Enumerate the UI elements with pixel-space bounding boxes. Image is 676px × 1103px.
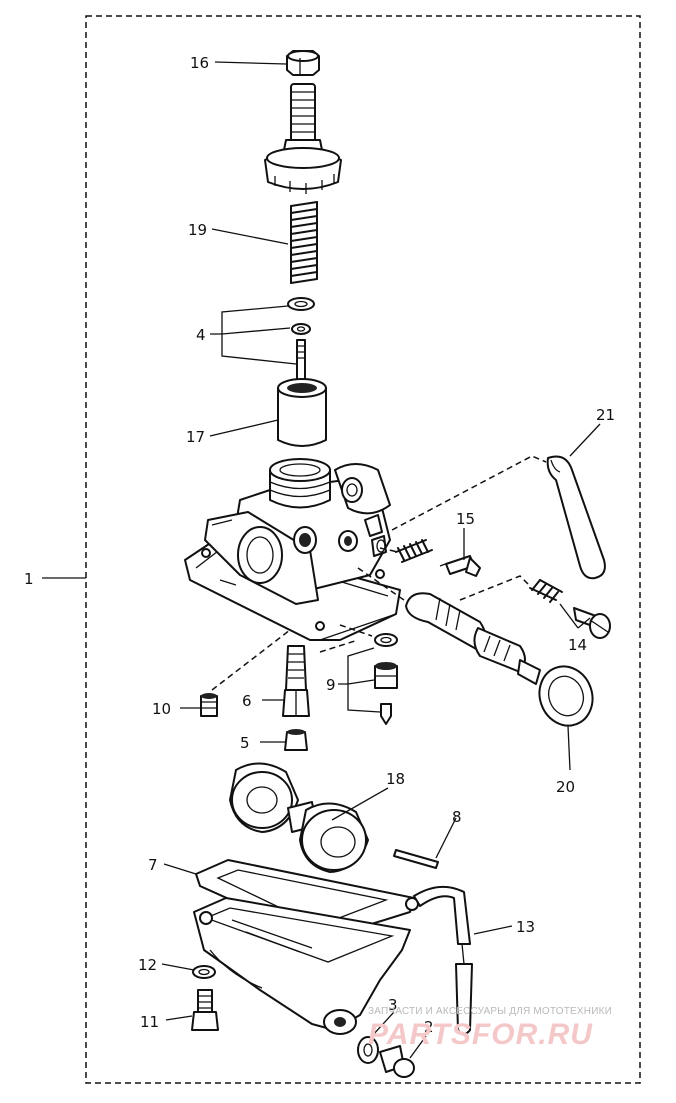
throttle-valve-17 xyxy=(277,378,327,447)
main-jet-5 xyxy=(284,729,308,751)
callout-15: 15 xyxy=(456,510,475,528)
overflow-hose-13 xyxy=(413,885,473,1035)
callout-10: 10 xyxy=(152,700,171,718)
leader-16 xyxy=(214,61,287,65)
leader-8 xyxy=(435,817,457,859)
needle-clip-set-4 xyxy=(287,297,315,381)
callout-5: 5 xyxy=(240,734,250,752)
body-dash-lines xyxy=(211,629,359,691)
callout-21: 21 xyxy=(596,406,615,424)
leader-9 xyxy=(338,647,381,713)
watermark-caption: ЗАПЧАСТИ И АКСЕССУАРЫ ДЛЯ МОТОТЕХНИКИ xyxy=(368,1006,613,1017)
needle-valve-9 xyxy=(374,633,398,725)
callout-6: 6 xyxy=(242,692,252,710)
callout-13: 13 xyxy=(516,918,535,936)
callout-20: 20 xyxy=(556,778,575,796)
stop-screw-dash-line xyxy=(459,575,529,601)
nut-part-16 xyxy=(286,50,320,76)
leader-11 xyxy=(165,1015,193,1021)
callout-9: 9 xyxy=(326,676,336,694)
choke-plunger-20 xyxy=(405,592,594,727)
callout-4: 4 xyxy=(196,326,206,344)
callout-17: 17 xyxy=(186,428,205,446)
callout-11: 11 xyxy=(140,1013,159,1031)
pilot-screw-dash-line xyxy=(379,547,399,553)
assembly-boundary xyxy=(85,15,641,1084)
callout-2: 2 xyxy=(424,1018,434,1036)
float-bowl xyxy=(193,897,419,1035)
washer-12 xyxy=(192,965,216,979)
needle-valve-dash-line xyxy=(339,624,373,637)
callout-14: 14 xyxy=(568,636,587,654)
drain-gasket-3 xyxy=(357,1036,379,1064)
drain-bolt-2 xyxy=(379,1045,415,1078)
callout-18: 18 xyxy=(386,770,405,788)
leader-21 xyxy=(569,423,601,457)
callout-7: 7 xyxy=(148,856,158,874)
mixing-chamber-top xyxy=(264,83,342,194)
watermark-logo: PARTSFOR.RU xyxy=(368,1018,593,1051)
drain-screw-10 xyxy=(200,693,218,717)
fuel-hose-21 xyxy=(546,455,606,580)
callout-3: 3 xyxy=(388,996,398,1014)
carburetor-body xyxy=(184,458,401,641)
bowl-screw-11 xyxy=(191,989,219,1031)
leader-14 xyxy=(559,603,591,629)
callout-16: 16 xyxy=(190,54,209,72)
float-pin-8 xyxy=(393,849,439,869)
pilot-screw-15 xyxy=(395,539,481,577)
leader-2 xyxy=(409,1035,427,1059)
leader-20 xyxy=(567,725,571,771)
leader-19 xyxy=(211,228,289,245)
needle-jet-6 xyxy=(282,645,310,717)
throttle-spring-19 xyxy=(290,201,318,284)
callout-12: 12 xyxy=(138,956,157,974)
callout-8: 8 xyxy=(452,808,462,826)
leader-18 xyxy=(331,787,389,821)
hose-dash-line-21 xyxy=(391,455,547,531)
leader-4 xyxy=(210,305,297,365)
stop-screw-14 xyxy=(529,579,611,639)
leader-3 xyxy=(371,1011,395,1037)
leader-7 xyxy=(163,863,197,875)
leader-17 xyxy=(209,419,279,437)
callout-1: 1 xyxy=(24,570,34,588)
leader-13 xyxy=(473,925,513,935)
leader-12 xyxy=(161,963,195,971)
callout-19: 19 xyxy=(188,221,207,239)
float-18 xyxy=(229,762,369,873)
